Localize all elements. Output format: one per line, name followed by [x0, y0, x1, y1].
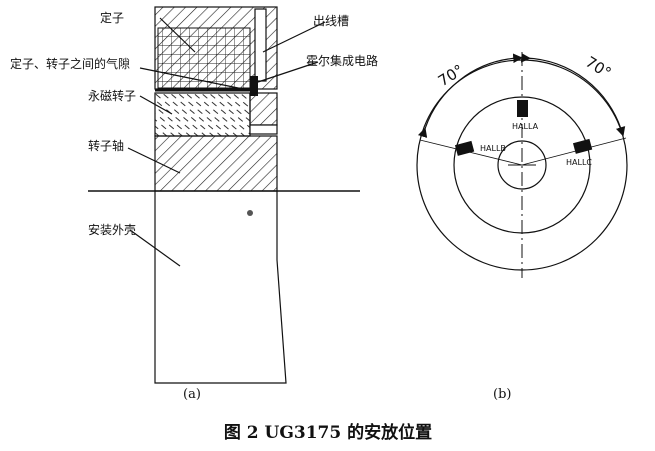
angle-label-right: 70°: [582, 53, 614, 82]
hall-ic-label: 霍尔集成电路: [306, 53, 378, 68]
stator-grid: [157, 27, 251, 89]
angle-arc-left: [418, 53, 523, 138]
slot-label: 出线槽: [313, 14, 349, 28]
panel-b: 70° 70° HALLA HALLB HALLC: [416, 52, 628, 278]
air-gap-label: 定子、转子之间的气隙: [10, 56, 130, 71]
hall-a-sensor: [517, 100, 528, 117]
angle-label-left: 70°: [435, 61, 467, 90]
shaft-label: 转子轴: [88, 138, 124, 153]
stator-label: 定子: [100, 10, 124, 25]
sub-label-b: (b): [493, 387, 511, 402]
panel-a: 定子 出线槽 定子、转子之间的气隙 霍尔集成电路 永磁转子 转子轴 安装外壳: [10, 6, 378, 384]
hall-c-sensor: [572, 138, 593, 154]
hall-b-label: HALLB: [480, 144, 506, 153]
pm-rotor-label: 永磁转子: [88, 88, 136, 103]
housing-dot: [247, 210, 253, 216]
hall-ic: [250, 76, 258, 96]
angle-arc-right: [521, 53, 626, 137]
figure-caption: 图 2 UG3175 的安放位置: [224, 422, 432, 443]
inner-circle: [497, 140, 547, 190]
housing-label: 安装外壳: [88, 222, 136, 237]
shaft-block: [154, 135, 278, 192]
slot: [254, 8, 267, 82]
rotor-gap: [249, 124, 278, 135]
housing-outline: [154, 191, 287, 384]
hall-c-label: HALLC: [566, 158, 592, 167]
pm-rotor: [154, 92, 251, 137]
hall-a-label: HALLA: [512, 122, 539, 131]
sub-label-a: (a): [183, 387, 201, 402]
rotor-side: [249, 92, 278, 126]
hall-b-sensor: [454, 140, 475, 156]
